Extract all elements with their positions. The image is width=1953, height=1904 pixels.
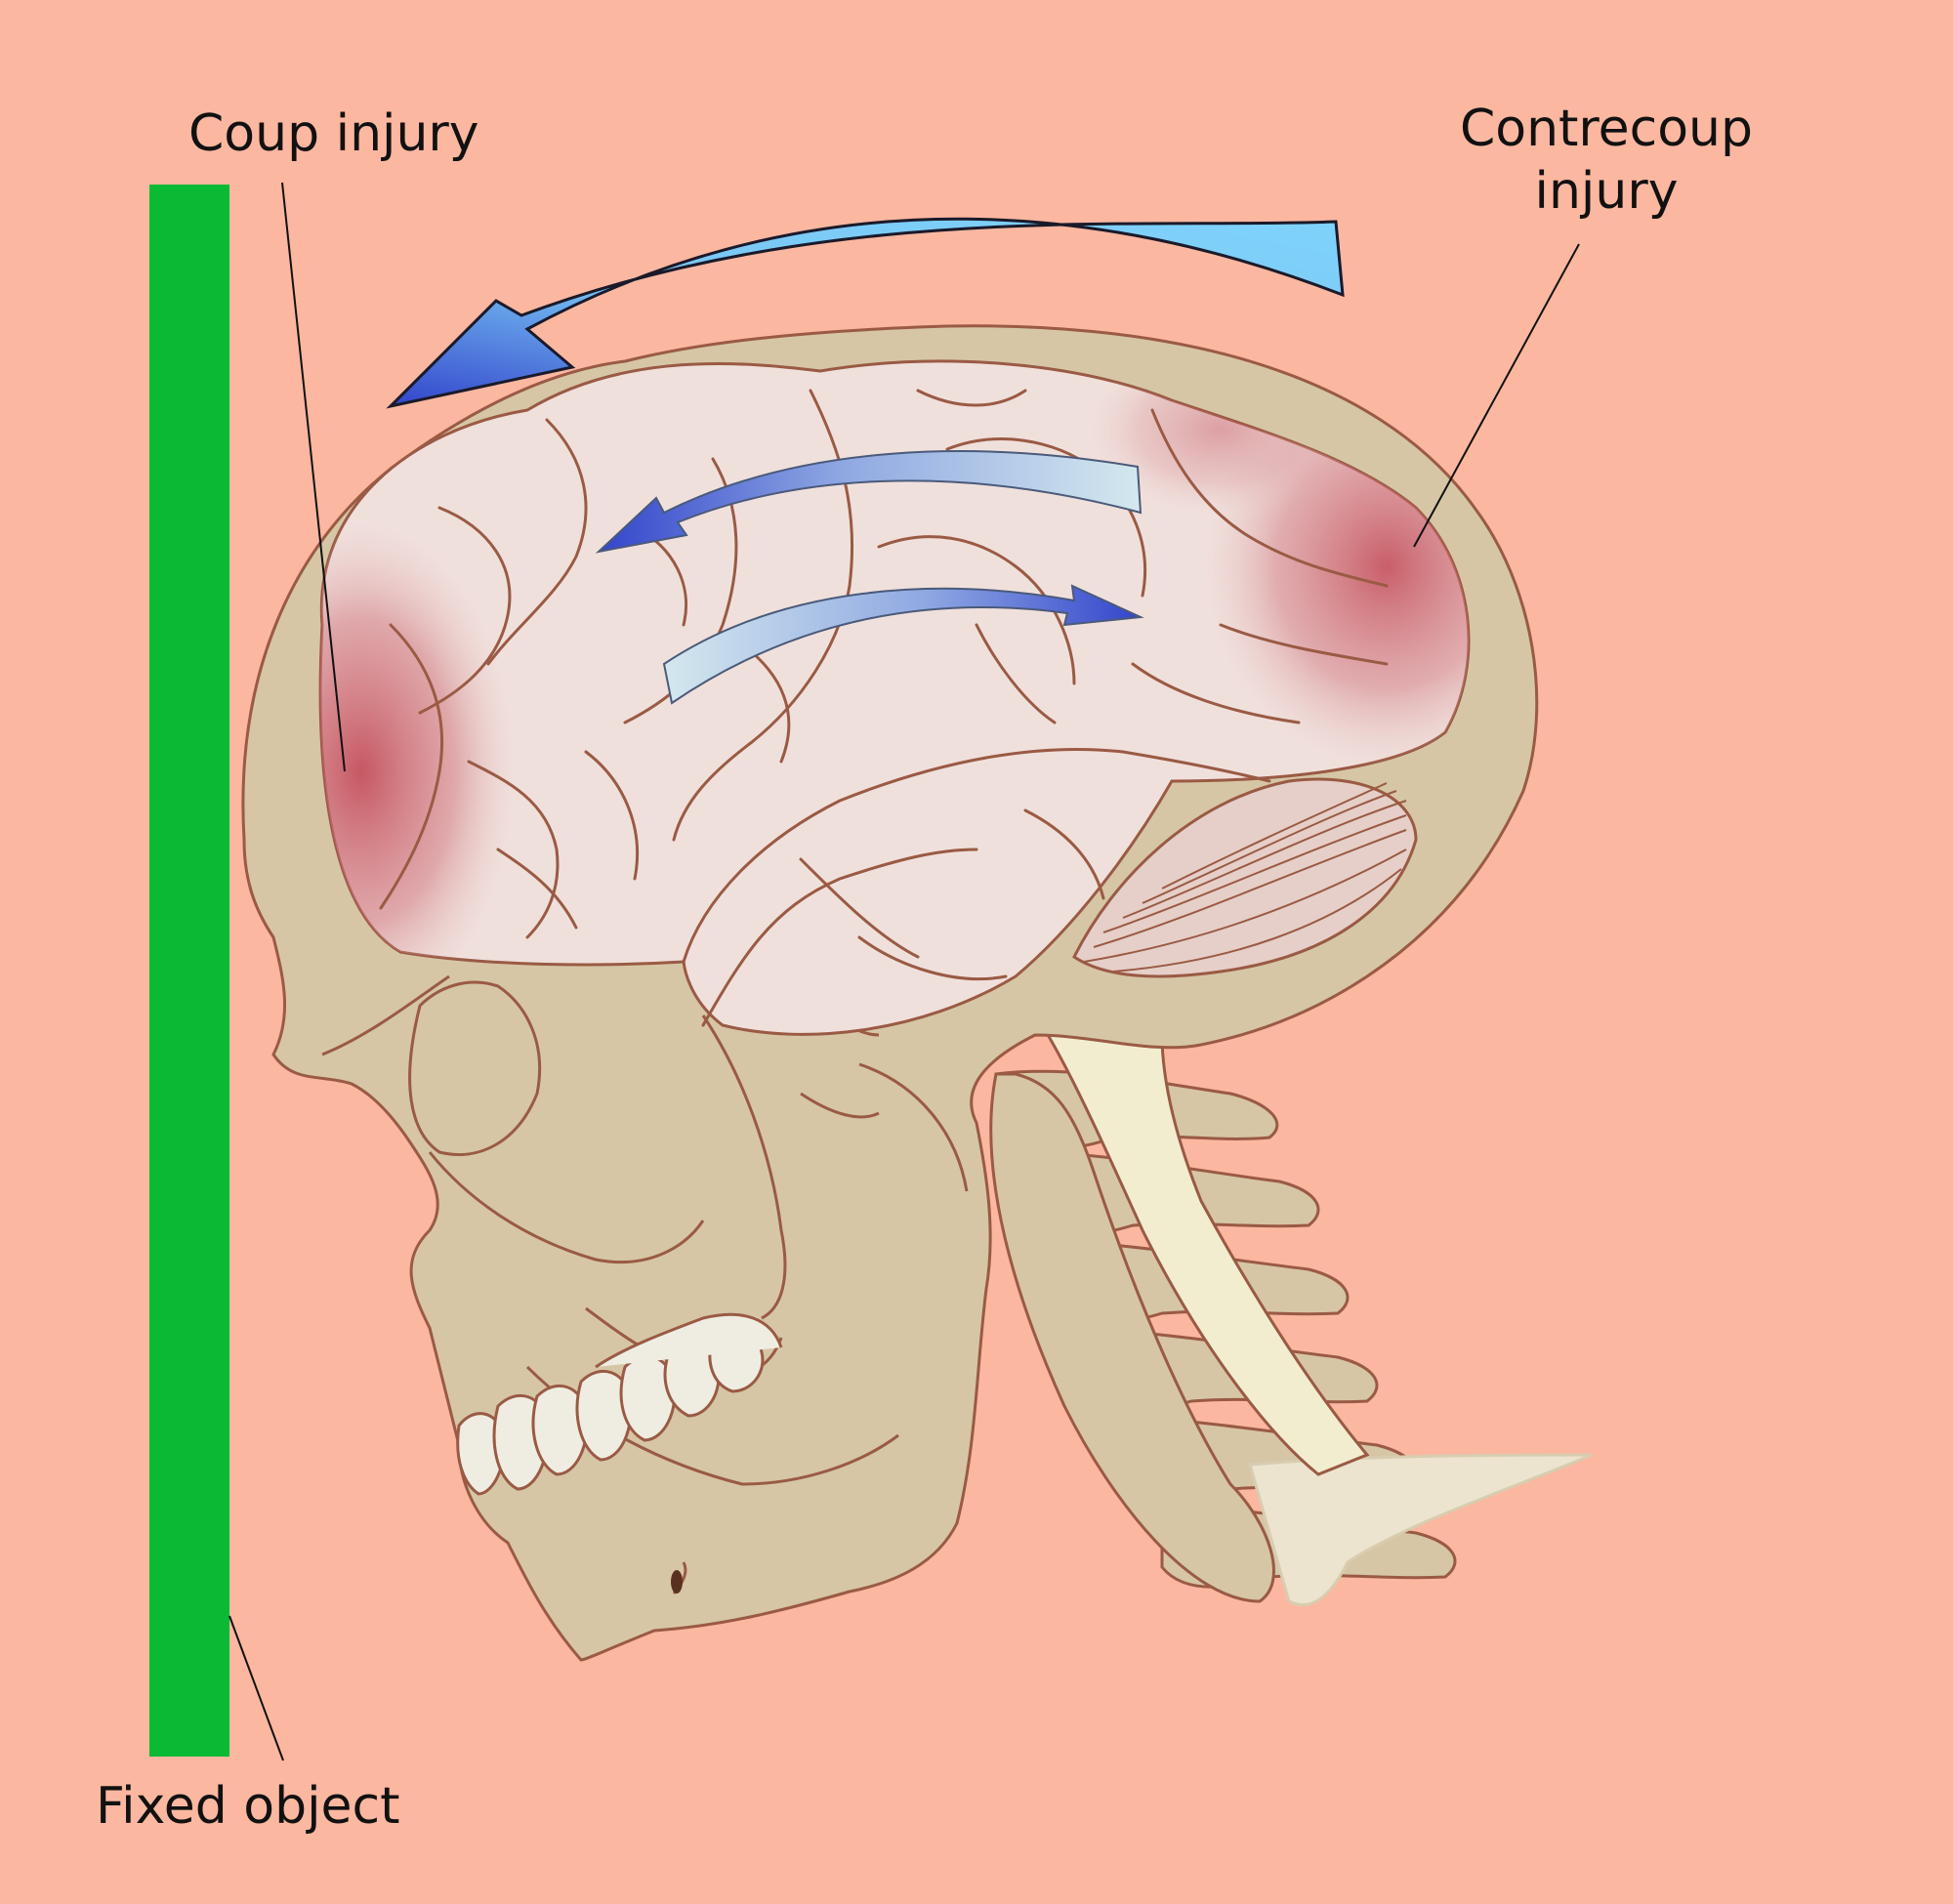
contrecoup-leader-line [1413,243,1580,548]
contrecoup-label-line2: injury [1534,162,1679,221]
brain [318,359,1471,1036]
brain-motion-front-arrow [595,450,1143,554]
impact-direction-arrow [386,217,1345,409]
coup-leader-line [281,182,346,772]
fixed-object-label: Fixed object [96,1777,400,1836]
coup-injury-label: Coup injury [188,104,479,163]
contrecoup-injury-label: Contrecoup injury [1421,98,1792,223]
fixed-object-bar [149,185,229,1757]
fixed-object-leader-line [229,1615,284,1761]
cervical-vertebrae [989,1069,1593,1607]
teeth [456,1312,783,1496]
brain-motion-back-arrow [662,584,1144,705]
contrecoup-label-line1: Contrecoup [1459,100,1754,158]
